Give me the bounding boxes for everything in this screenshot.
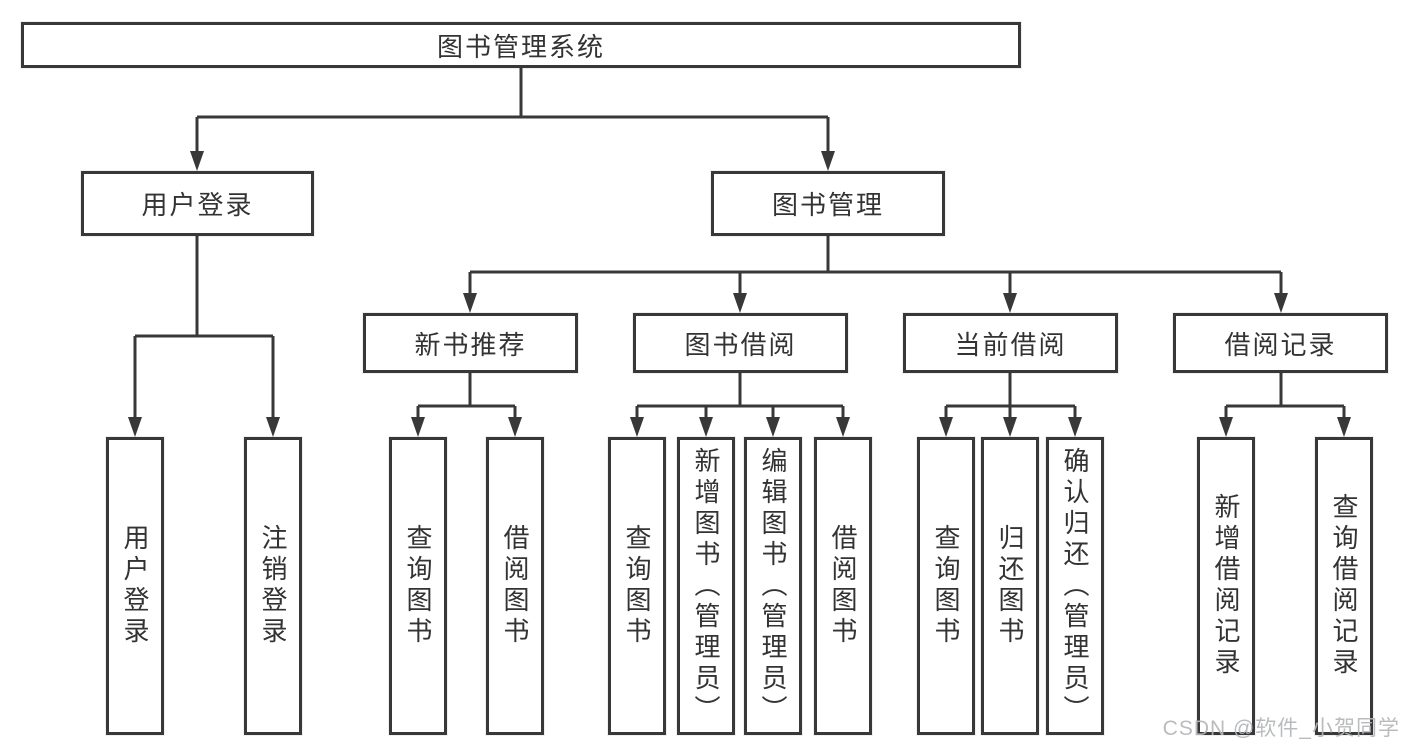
leaf-search-borrow-record: 查询借阅记录 [1315, 437, 1373, 735]
node-current-borrow: 当前借阅 [903, 313, 1118, 373]
node-book-management: 图书管理 [711, 171, 945, 236]
leaf-add-borrow-record: 新增借阅记录 [1197, 437, 1255, 735]
leaf-return-book: 归还图书 [981, 437, 1039, 735]
leaf-user-login: 用户登录 [106, 437, 164, 735]
leaf-search-books-recommend: 查询图书 [389, 437, 447, 735]
node-user-login: 用户登录 [81, 171, 314, 236]
leaf-logout-login: 注销登录 [244, 437, 302, 735]
leaf-search-books-current: 查询图书 [917, 437, 975, 735]
leaf-confirm-return-admin: 确认归还（管理员） [1046, 437, 1104, 735]
arrowhead-icons [128, 151, 1351, 437]
csdn-watermark: CSDN @软件_小贺同学 [1162, 717, 1400, 740]
leaf-search-books-borrow: 查询图书 [608, 437, 666, 735]
node-library-management-system: 图书管理系统 [21, 22, 1021, 68]
node-new-book-recommend: 新书推荐 [363, 313, 578, 373]
leaf-edit-book-admin: 编辑图书（管理员） [744, 437, 802, 735]
node-book-borrow: 图书借阅 [633, 313, 848, 373]
leaf-borrow-books: 借阅图书 [814, 437, 872, 735]
connector-paths [133, 68, 1346, 418]
leaf-add-book-admin: 新增图书（管理员） [677, 437, 735, 735]
node-borrow-records: 借阅记录 [1173, 313, 1388, 373]
leaf-borrow-books-recommend: 借阅图书 [486, 437, 544, 735]
